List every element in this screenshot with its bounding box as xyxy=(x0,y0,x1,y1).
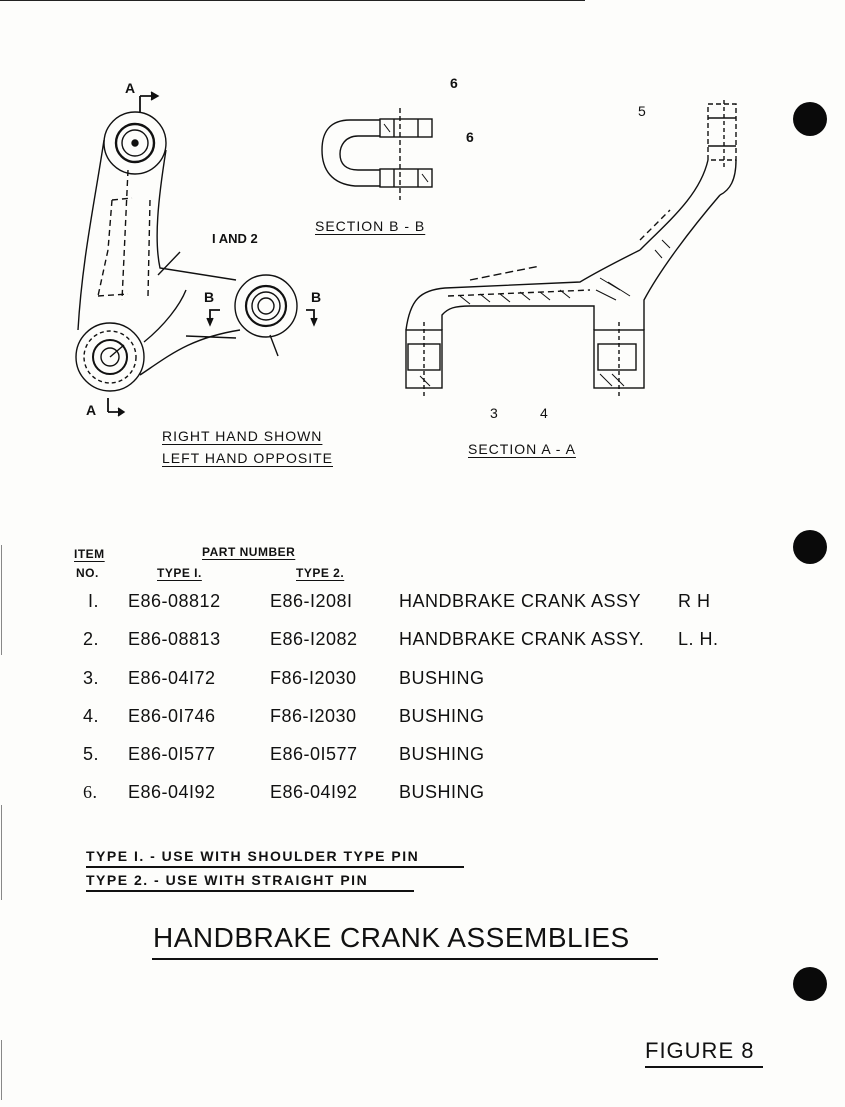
callout-6-top: 6 xyxy=(450,75,459,91)
part-type1: E86-04I92 xyxy=(128,782,216,802)
table-row: 3. E86-04I72 F86-I2030 BUSHING xyxy=(0,668,845,698)
table-row: 5. E86-0I577 E86-0I577 BUSHING xyxy=(0,744,845,774)
table-row: 4. E86-0I746 F86-I2030 BUSHING xyxy=(0,706,845,736)
figure-label: FIGURE 8 xyxy=(645,1038,755,1063)
page-title-underline xyxy=(152,958,658,960)
note-type1-underline xyxy=(86,866,464,868)
callout-1-and-2: I AND 2 xyxy=(212,231,258,246)
callout-3: 3 xyxy=(490,405,499,421)
section-bb-caption: SECTION B - B xyxy=(315,218,426,234)
part-description: HANDBRAKE CRANK ASSY xyxy=(399,591,642,611)
part-side: L. H. xyxy=(678,629,719,649)
part-type2: F86-I2030 xyxy=(270,668,357,688)
part-type1: E86-0I577 xyxy=(128,744,216,764)
item-number: 3. xyxy=(83,668,100,688)
note-type1: TYPE I. - USE WITH SHOULDER TYPE PIN xyxy=(86,848,420,864)
section-aa-view xyxy=(405,100,737,396)
item-number: 6. xyxy=(83,782,98,802)
scan-edge-mark xyxy=(1,1040,2,1100)
item-number: I. xyxy=(88,591,100,611)
binder-hole xyxy=(793,102,827,136)
note-type2: TYPE 2. - USE WITH STRAIGHT PIN xyxy=(86,872,369,888)
hand-caption-line2: LEFT HAND OPPOSITE xyxy=(162,450,333,466)
part-description: BUSHING xyxy=(399,782,485,802)
part-type1: E86-04I72 xyxy=(128,668,216,688)
note-type2-underline xyxy=(86,890,414,892)
part-type1: E86-08812 xyxy=(128,591,221,611)
part-type2: E86-0I577 xyxy=(270,744,358,764)
part-type1: E86-08813 xyxy=(128,629,221,649)
part-description: BUSHING xyxy=(399,668,485,688)
part-description: BUSHING xyxy=(399,744,485,764)
table-header-type1: TYPE I. xyxy=(157,566,202,580)
section-a-label-top: A xyxy=(125,80,137,96)
table-row: 2. E86-08813 E86-I2082 HANDBRAKE CRANK A… xyxy=(0,629,845,659)
callout-5: 5 xyxy=(638,103,647,119)
part-type2: F86-I2030 xyxy=(270,706,357,726)
table-header-item: ITEM xyxy=(74,547,105,561)
part-type2: E86-04I92 xyxy=(270,782,358,802)
page-title: HANDBRAKE CRANK ASSEMBLIES xyxy=(153,922,630,953)
item-number: 5. xyxy=(83,744,100,764)
scan-edge-mark xyxy=(1,805,2,900)
section-aa-caption: SECTION A - A xyxy=(468,441,576,457)
part-description: HANDBRAKE CRANK ASSY. xyxy=(399,629,645,649)
section-bb-view xyxy=(321,108,433,200)
hand-caption-line1: RIGHT HAND SHOWN xyxy=(162,428,323,444)
table-row: I. E86-08812 E86-I208I HANDBRAKE CRANK A… xyxy=(0,591,845,621)
table-row: 6. E86-04I92 E86-04I92 BUSHING xyxy=(0,782,845,812)
figure-label-underline xyxy=(645,1066,763,1068)
page-top-rule xyxy=(0,0,585,1)
part-type2: E86-I2082 xyxy=(270,629,358,649)
part-description: BUSHING xyxy=(399,706,485,726)
crank-drawing xyxy=(75,91,737,417)
part-type2: E86-I208I xyxy=(270,591,353,611)
part-type1: E86-0I746 xyxy=(128,706,216,726)
binder-hole xyxy=(793,530,827,564)
section-a-label-bottom: A xyxy=(86,402,98,418)
item-number: 2. xyxy=(83,629,100,649)
section-b-label-right: B xyxy=(311,289,323,305)
item-number: 4. xyxy=(83,706,100,726)
crank-plan-view xyxy=(75,91,318,417)
callout-6-side: 6 xyxy=(466,129,475,145)
table-header-no: NO. xyxy=(76,566,99,580)
section-b-label-left: B xyxy=(204,289,216,305)
binder-hole xyxy=(793,967,827,1001)
part-side: R H xyxy=(678,591,711,611)
table-header-part-number: PART NUMBER xyxy=(202,545,296,559)
callout-4: 4 xyxy=(540,405,549,421)
scan-edge-mark xyxy=(1,545,2,655)
table-header-type2: TYPE 2. xyxy=(296,566,345,580)
